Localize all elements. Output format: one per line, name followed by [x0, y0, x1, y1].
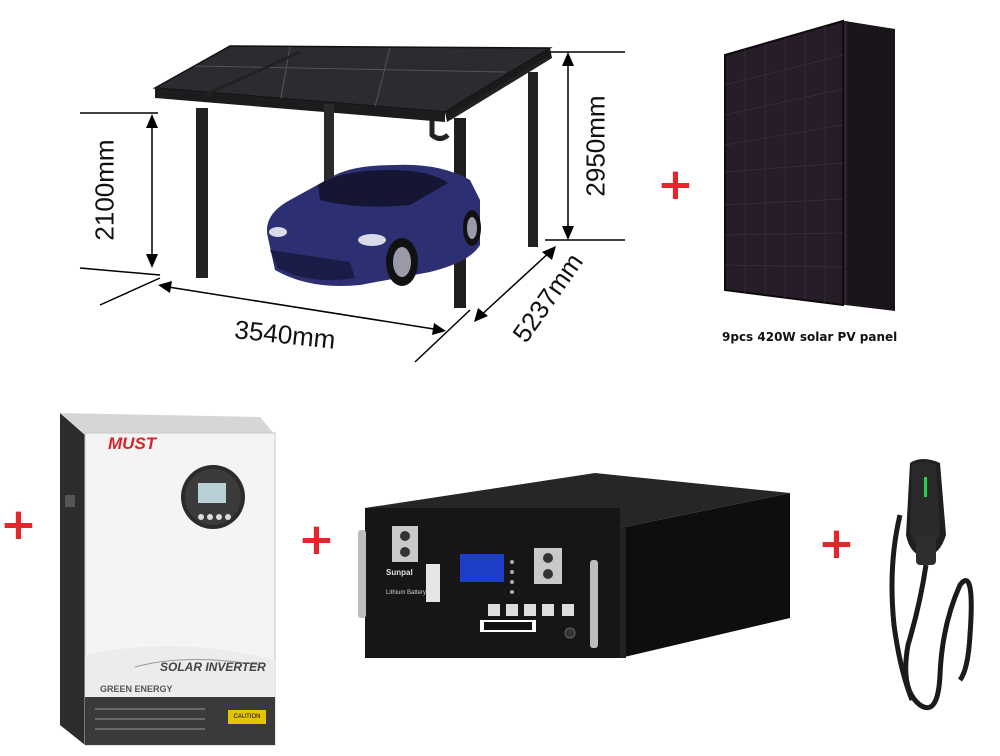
inverter-label: SOLAR INVERTER [160, 660, 266, 674]
plus-sign: + [818, 518, 855, 569]
battery-brand: Sunpal [386, 568, 413, 577]
carport-post [196, 108, 208, 278]
solar-panel-image [724, 19, 895, 311]
lithium-battery-image [358, 473, 790, 658]
dimension-label-height-back: 2950mm [580, 95, 611, 197]
inverter-brand: MUST [108, 434, 157, 453]
solar-panel-caption: 9pcs 420W solar PV panel [722, 330, 898, 344]
inverter-sub-label: GREEN ENERGY [100, 684, 173, 694]
plus-sign: + [0, 499, 37, 550]
battery-label: Lithium Battery [386, 590, 427, 596]
inverter-warning-label: CAUTION [228, 710, 266, 724]
carport-post [324, 104, 334, 214]
carport-diagram [79, 45, 625, 363]
ev-charger-image [889, 459, 974, 711]
solar-inverter-image [60, 413, 276, 746]
plus-sign: + [298, 514, 335, 565]
dimension-label-height-front: 2100mm [89, 139, 120, 241]
plus-sign: + [657, 159, 694, 210]
carport-fascia [155, 88, 445, 122]
car-illustration [266, 164, 481, 286]
carport-post [528, 72, 538, 247]
